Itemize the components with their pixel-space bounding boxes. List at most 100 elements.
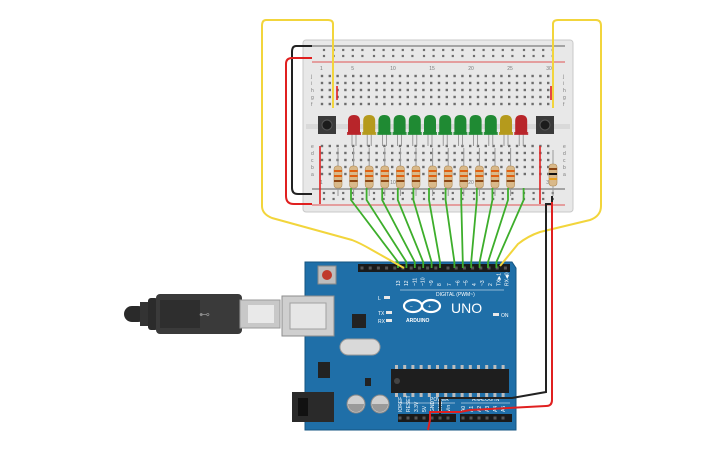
resistor[interactable]	[380, 148, 390, 196]
row-letter-left: a	[311, 172, 314, 178]
red-wire-5v[interactable]	[427, 202, 553, 431]
power-header[interactable]	[398, 414, 456, 422]
column-number-bottom: 20	[468, 180, 474, 186]
rx-led	[386, 319, 392, 322]
tx-led-label: TX	[378, 311, 385, 317]
power-pin-label: Vin	[446, 405, 452, 412]
led-green[interactable]	[438, 115, 453, 146]
resistor[interactable]	[333, 148, 343, 196]
digital-pin-label: ~3	[480, 280, 486, 286]
resistor[interactable]	[459, 148, 469, 196]
on-led-label: ON	[501, 313, 509, 319]
yellow-wire-right[interactable]	[499, 19, 602, 267]
row-letter-right: d	[563, 151, 566, 157]
led-yellow[interactable]	[499, 115, 513, 146]
center-channel	[306, 124, 570, 129]
power-pin-label: RESET	[406, 395, 412, 412]
led-green[interactable]	[423, 115, 437, 146]
led-red[interactable]	[347, 115, 361, 146]
green-wire[interactable]	[478, 188, 494, 268]
digital-pin-label: 2	[488, 283, 494, 286]
digital-pin-label: TX▶1	[496, 273, 502, 286]
green-wire[interactable]	[460, 188, 464, 268]
row-letter-right: e	[563, 144, 566, 150]
green-wire[interactable]	[495, 188, 525, 268]
led-yellow[interactable]	[362, 115, 377, 146]
row-letter-right: j	[562, 74, 564, 80]
usb-cable[interactable]: ⊷	[124, 294, 281, 334]
yellow-wire-left[interactable]	[261, 19, 405, 269]
resistor[interactable]	[411, 148, 421, 196]
led-green[interactable]	[377, 115, 392, 146]
resistor[interactable]	[349, 148, 358, 196]
led-green[interactable]	[407, 115, 422, 146]
row-letter-right: f	[563, 102, 565, 108]
row-letter-left: d	[311, 151, 314, 157]
led-green[interactable]	[468, 115, 483, 146]
tx-led	[386, 311, 392, 314]
regulator	[318, 362, 330, 378]
green-wire[interactable]	[444, 188, 456, 268]
column-number-top: 1	[320, 66, 323, 72]
resistor[interactable]	[396, 148, 405, 196]
row-letter-right: c	[563, 158, 566, 164]
row-letter-left: i	[311, 81, 312, 87]
row-letter-right: b	[563, 165, 566, 171]
led-green[interactable]	[392, 115, 407, 146]
green-wire[interactable]	[412, 188, 433, 268]
black-wire-left[interactable]	[291, 45, 312, 195]
digital-header[interactable]	[358, 264, 510, 272]
power-pin-label: 3.3V	[414, 401, 420, 412]
svg-text:+: +	[428, 304, 431, 310]
green-wire[interactable]	[470, 188, 478, 268]
red-wire-left[interactable]	[285, 57, 312, 205]
resistor[interactable]	[506, 148, 515, 196]
resistor[interactable]	[364, 148, 374, 196]
digital-pin-label: 8	[437, 283, 443, 286]
resistor[interactable]	[475, 148, 484, 196]
atmega-chip	[391, 369, 509, 393]
row-letter-right: h	[563, 88, 566, 94]
resistor[interactable]	[443, 148, 453, 196]
usb-icon: ⊷	[199, 309, 210, 321]
pulldown-resistor[interactable]	[548, 150, 558, 196]
green-wire[interactable]	[365, 188, 408, 268]
green-signal-wires[interactable]	[350, 188, 525, 268]
reset-button-cap[interactable]	[322, 270, 332, 280]
green-wire[interactable]	[428, 188, 441, 268]
rx-led-label: RX	[378, 319, 386, 325]
green-wire[interactable]	[487, 188, 509, 268]
digital-pin-label: 12	[404, 280, 410, 286]
svg-text:−: −	[410, 304, 413, 310]
resistor[interactable]	[428, 148, 437, 196]
digital-pin-label: 7	[447, 283, 453, 286]
power-header-holes[interactable]	[398, 416, 505, 420]
l-led	[384, 296, 390, 299]
pushbutton-right[interactable]	[536, 116, 554, 134]
column-number-bottom: 10	[390, 180, 396, 186]
column-number-top: 5	[351, 66, 354, 72]
resistor[interactable]	[490, 148, 500, 196]
row-letter-left: j	[310, 74, 312, 80]
power-pin-label: 5V	[422, 405, 428, 412]
led-red[interactable]	[514, 115, 529, 146]
resistor-row[interactable]	[333, 148, 515, 196]
model-label: UNO	[451, 300, 482, 316]
green-wire[interactable]	[396, 188, 425, 268]
digital-pin-label: 13	[396, 280, 402, 286]
digital-header-label: DIGITAL (PWM~)	[436, 292, 475, 298]
arduino-logo: − + ARDUINO	[402, 298, 442, 324]
column-number-top: 20	[468, 66, 474, 72]
row-letter-right: a	[563, 172, 566, 178]
led-row[interactable]	[347, 115, 529, 146]
green-wire[interactable]	[381, 188, 416, 268]
led-green[interactable]	[483, 115, 498, 146]
on-led	[493, 313, 499, 316]
led-green[interactable]	[453, 115, 468, 146]
column-number-bottom: 1	[320, 180, 323, 186]
pushbutton-left[interactable]	[318, 116, 336, 134]
